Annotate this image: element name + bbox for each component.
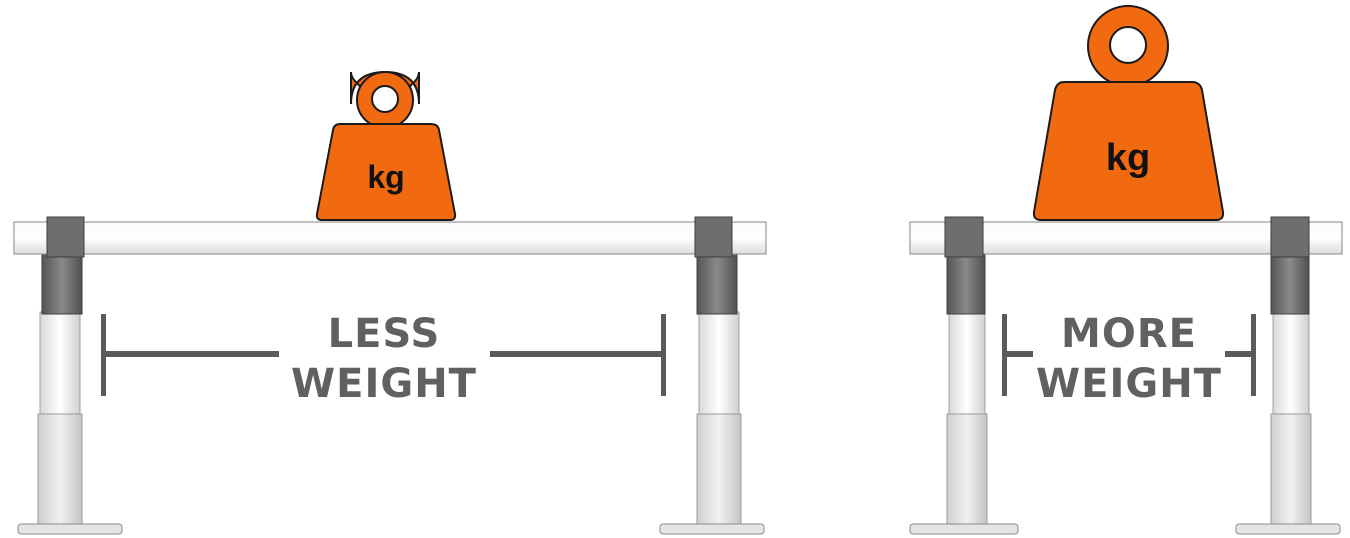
- left-post-left: [17, 251, 123, 535]
- left-connector-left: [46, 216, 85, 258]
- right-span-label-line1: MORE: [1061, 311, 1197, 357]
- left-connector-right: [694, 216, 733, 258]
- right-span-bracket: [1002, 314, 1256, 396]
- right-connector-right: [1270, 216, 1310, 258]
- left-top-rail: [13, 221, 767, 255]
- right-barrier: MORE WEIGHT kg: [909, 5, 1343, 535]
- right-weight-label: kg: [1106, 137, 1150, 179]
- left-weight-label: kg: [367, 159, 404, 195]
- right-connector-left: [944, 216, 984, 258]
- left-post-right: [659, 251, 765, 535]
- left-weight-icon: kg: [315, 70, 457, 221]
- right-post-left: [909, 251, 1019, 535]
- left-span-bracket: [101, 314, 666, 396]
- right-post-right: [1235, 251, 1341, 535]
- right-span-label-line2: WEIGHT: [1036, 361, 1222, 407]
- right-weight-icon: kg: [1032, 5, 1225, 221]
- left-span-label-line2: WEIGHT: [291, 361, 477, 407]
- left-barrier: LESS WEIGHT kg: [13, 70, 767, 535]
- left-span-label-line1: LESS: [328, 311, 441, 357]
